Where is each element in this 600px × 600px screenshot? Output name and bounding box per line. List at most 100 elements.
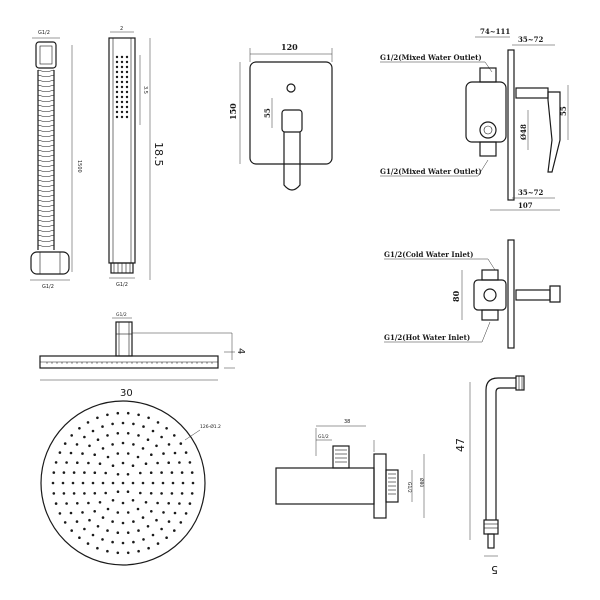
front-nozzle — [121, 461, 125, 465]
front-nozzle — [137, 549, 140, 553]
front-nozzle — [126, 411, 130, 415]
front-nozzle — [111, 520, 114, 523]
front-nozzle — [101, 481, 105, 485]
front-nozzle — [54, 502, 58, 505]
arm-bracket-drawing: 38 G1/2 G1/2 Ø80 — [275, 419, 425, 519]
front-nozzle — [111, 422, 114, 426]
front-nozzle — [126, 490, 130, 494]
front-nozzle — [132, 443, 135, 446]
front-nozzle — [63, 442, 67, 445]
spray-dot — [115, 105, 119, 109]
head-width-label: 30 — [120, 388, 133, 399]
spray-dot — [115, 80, 119, 84]
front-nozzle — [155, 518, 158, 522]
hose-coil-segment — [37, 119, 55, 122]
hose-coil-segment — [37, 244, 55, 247]
front-nozzle — [137, 434, 140, 437]
front-nozzle — [173, 434, 176, 437]
front-nozzle — [76, 502, 79, 505]
front-nozzle — [171, 481, 175, 485]
spray-dot — [115, 100, 119, 104]
front-nozzle — [131, 499, 135, 502]
spray-dot — [120, 115, 124, 119]
front-nozzle — [65, 461, 68, 464]
front-nozzle — [101, 538, 104, 541]
front-nozzle — [126, 473, 130, 476]
spray-dot — [120, 75, 124, 79]
spray-dot — [125, 115, 129, 119]
front-nozzle — [131, 464, 135, 468]
spray-dot — [120, 105, 124, 109]
front-nozzle — [126, 511, 130, 514]
front-nozzle — [106, 413, 109, 417]
hose-coil-segment — [37, 169, 55, 172]
front-nozzle — [116, 411, 120, 415]
spray-dot — [125, 95, 129, 99]
spray-dot — [120, 90, 124, 94]
front-nozzle — [141, 447, 145, 450]
front-nozzle — [81, 511, 84, 514]
front-nozzle — [188, 502, 192, 505]
hose-coil-segment — [37, 214, 55, 217]
spray-dot — [125, 55, 129, 59]
front-nozzle — [75, 520, 79, 523]
front-nozzle — [76, 461, 79, 465]
hose-coil-segment — [37, 199, 55, 202]
spray-dot — [120, 65, 124, 69]
front-nozzle — [98, 501, 102, 504]
bracket-side-label: G1/2 — [406, 482, 412, 493]
front-nozzle — [147, 416, 150, 420]
front-nozzle — [78, 427, 81, 430]
spray-dot — [115, 85, 119, 89]
spray-dot — [115, 65, 119, 69]
shower-head-side-view-drawing: G1/2 4 30 — [39, 312, 246, 399]
spray-dot — [115, 95, 119, 99]
front-nozzle — [83, 492, 86, 495]
front-nozzle — [88, 518, 91, 522]
front-nozzle — [72, 492, 76, 495]
front-nozzle — [160, 527, 163, 531]
hose-coil-segment — [37, 114, 55, 117]
front-nozzle — [63, 521, 67, 524]
front-nozzle — [155, 444, 158, 448]
valve-depth-55: 55 — [559, 106, 568, 116]
hose-coil-segment — [37, 159, 55, 162]
front-nozzle — [191, 481, 195, 485]
mixed-outlet-top-label: G1/2(Mixed Water Outlet) — [380, 53, 482, 62]
front-nozzle — [170, 471, 174, 474]
head-side-top-dim: G1/2 — [116, 312, 127, 318]
front-nozzle — [116, 551, 120, 555]
front-nozzle — [160, 471, 163, 474]
hose-coil-segment — [37, 164, 55, 167]
hose-coil-segment — [37, 69, 55, 72]
head-thickness-label: 4 — [235, 348, 246, 354]
front-nozzle — [87, 501, 90, 505]
hose-coil — [37, 69, 55, 250]
front-nozzle — [81, 452, 84, 455]
front-nozzle — [179, 442, 183, 445]
hose-top-label: G1/2 — [38, 30, 50, 36]
spray-nozzle-dots — [115, 55, 129, 119]
front-nozzle — [70, 529, 73, 532]
front-nozzle — [98, 462, 102, 466]
front-nozzle — [179, 521, 183, 524]
front-nozzle — [106, 529, 109, 532]
front-nozzle — [111, 464, 115, 468]
plate-height-label: 150 — [228, 103, 238, 120]
valve-side-view-drawing: 74~111 35~72 G1/2(Mixed Water Outlet) 55… — [380, 27, 569, 211]
front-nozzle — [96, 416, 99, 420]
front-nozzle — [111, 499, 115, 502]
front-nozzle — [106, 549, 109, 553]
front-nozzle — [173, 451, 177, 455]
front-nozzle — [96, 438, 100, 442]
front-nozzle — [160, 435, 163, 439]
front-nozzle — [121, 441, 125, 445]
front-nozzle — [52, 492, 56, 495]
front-nozzle — [139, 491, 142, 495]
front-nozzle — [149, 492, 153, 495]
spray-dot — [120, 55, 124, 59]
front-nozzle — [126, 432, 130, 435]
front-nozzle — [149, 471, 153, 475]
spray-dot — [115, 70, 119, 74]
front-nozzle — [96, 525, 100, 528]
